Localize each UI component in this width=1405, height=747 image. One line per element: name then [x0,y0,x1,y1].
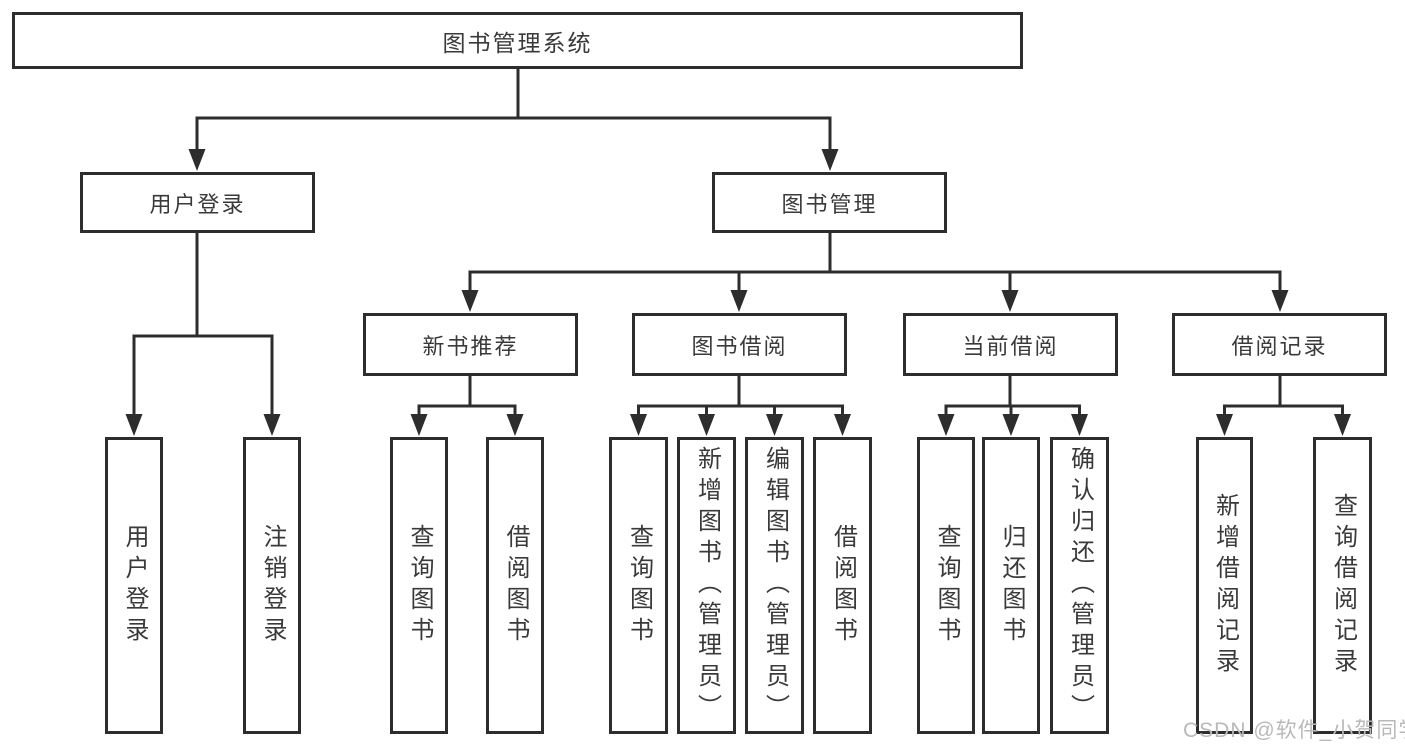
leaf-label: 确认归还（管理员） [1066,446,1094,725]
leaf-query-books-recommend: 查询图书 [390,437,448,734]
leaf-borrow-books-recommend: 借阅图书 [486,437,544,734]
node-user-login: 用户登录 [80,172,315,233]
leaf-return-books: 归还图书 [982,437,1040,734]
node-label: 图书管理系统 [442,29,593,56]
leaf-confirm-return-admin: 确认归还（管理员） [1050,437,1109,734]
leaf-label: 新增图书（管理员） [693,446,721,725]
leaf-label: 查询图书 [406,523,433,648]
node-label: 图书管理 [781,191,878,217]
leaf-label: 新增借阅记录 [1211,492,1239,679]
leaf-label: 用户登录 [121,523,148,648]
leaf-label: 归还图书 [998,523,1025,648]
node-label: 用户登录 [149,191,246,217]
leaf-label: 借阅图书 [829,523,857,648]
leaf-query-borrow-record: 查询借阅记录 [1313,437,1372,734]
node-current-borrowing: 当前借阅 [903,313,1118,376]
node-book-borrowing: 图书借阅 [632,313,847,376]
leaf-borrow-books: 借阅图书 [813,437,872,734]
node-new-book-recommend: 新书推荐 [363,313,578,376]
leaf-logout: 注销登录 [243,437,301,734]
leaf-label: 编辑图书（管理员） [761,446,789,725]
leaf-label: 查询借阅记录 [1329,492,1357,679]
node-label: 新书推荐 [422,333,519,359]
leaf-label: 查询图书 [625,523,653,648]
leaf-query-books-borrowing: 查询图书 [609,437,668,734]
leaf-add-book-admin: 新增图书（管理员） [677,437,736,734]
node-label: 当前借阅 [962,333,1059,359]
leaf-edit-book-admin: 编辑图书（管理员） [745,437,804,734]
leaf-user-login: 用户登录 [105,437,163,734]
node-library-management-system: 图书管理系统 [12,12,1023,69]
leaf-label: 查询图书 [933,523,960,648]
node-label: 图书借阅 [691,333,788,359]
node-book-management: 图书管理 [712,172,947,233]
watermark: CSDN @软件_小贺同学 [1183,719,1405,742]
node-label: 借阅记录 [1231,333,1328,359]
leaf-label: 注销登录 [259,523,286,648]
leaf-label: 借阅图书 [502,523,529,648]
leaf-query-books-current: 查询图书 [917,437,975,734]
leaf-add-borrow-record: 新增借阅记录 [1196,437,1253,734]
node-borrowing-records: 借阅记录 [1172,313,1387,376]
